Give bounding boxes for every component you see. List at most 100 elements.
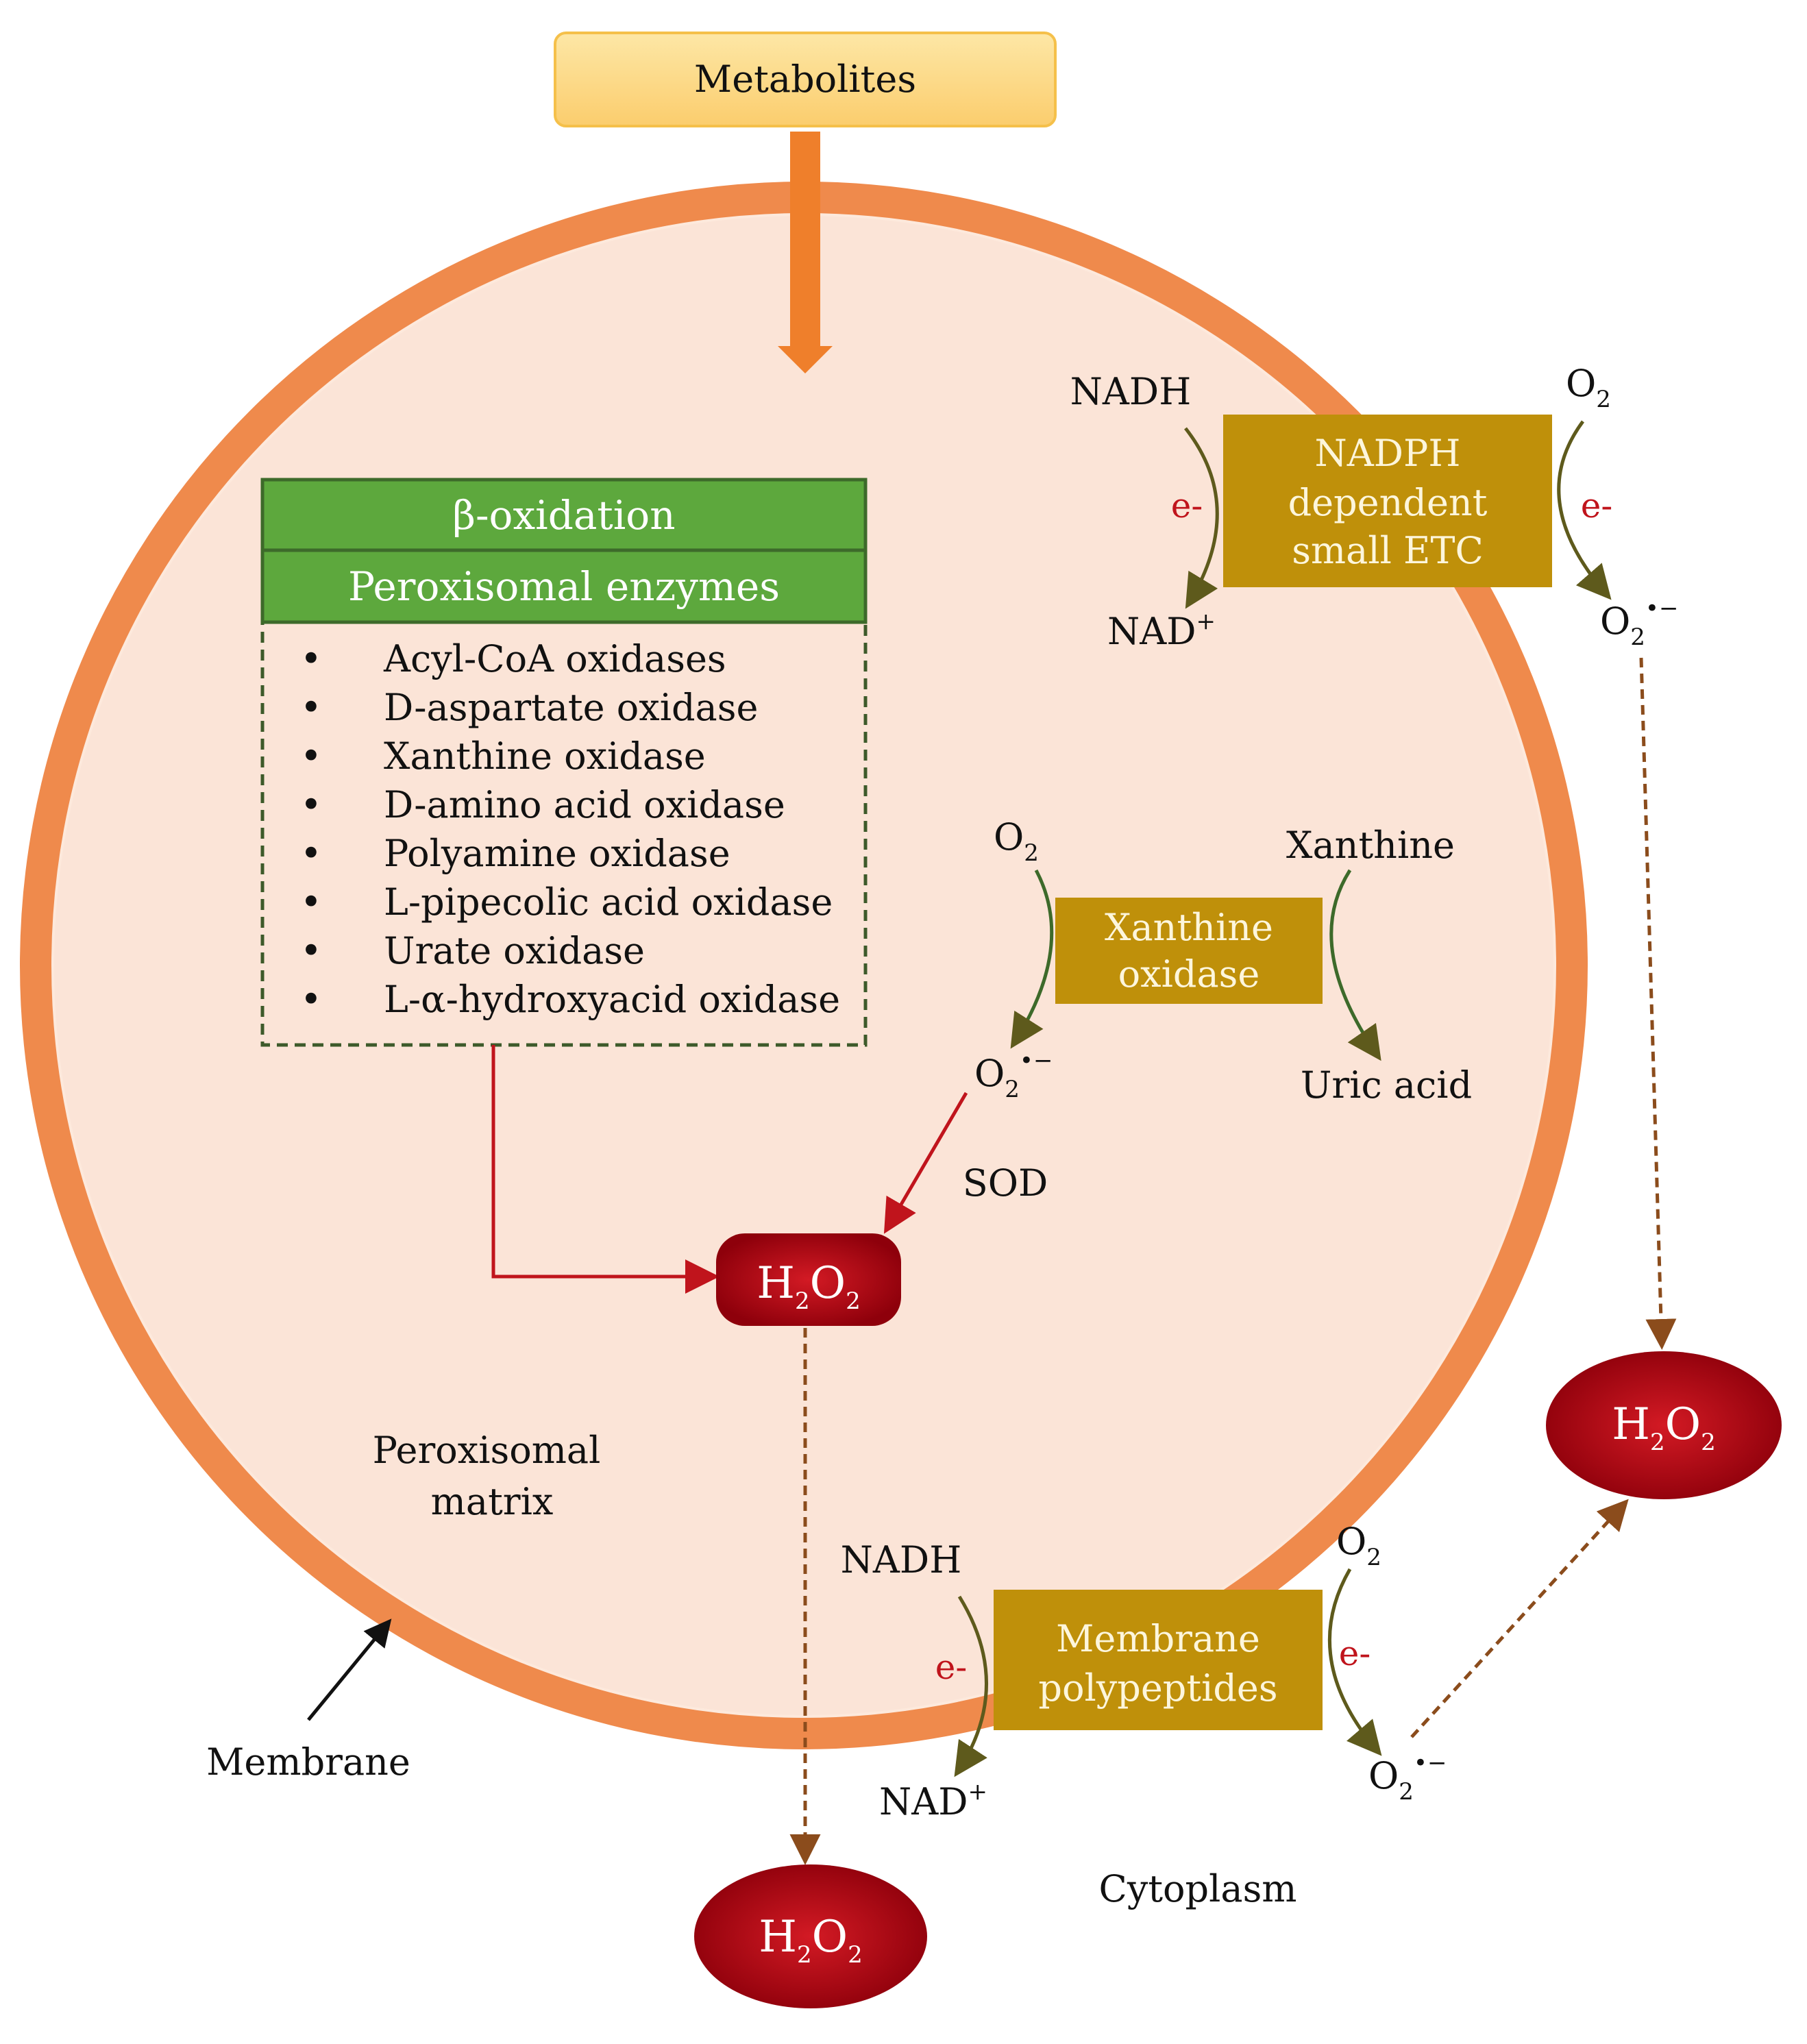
beta-oxidation-header xyxy=(260,478,868,552)
nadph-left-curve-arrow xyxy=(1184,427,1219,609)
membrane-superoxide-sub: 2 xyxy=(1399,1778,1414,1806)
h2o2-bottom-badge xyxy=(694,1864,927,2008)
metabolites-label: Metabolites xyxy=(694,58,916,101)
enzyme-item: D-aspartate oxidase xyxy=(384,686,758,729)
h2o2-right-label: H2O2 xyxy=(1612,1399,1716,1456)
nadph-etc-line-2: dependent xyxy=(1288,481,1488,524)
sod-red-arrow xyxy=(883,1092,968,1234)
h2o2-bottom-sub1: 2 xyxy=(797,1941,812,1969)
sod-label: SOD xyxy=(963,1161,1048,1205)
enzyme-list: • Acyl-CoA oxidases • D-aspartate oxidase • X… xyxy=(300,637,840,1021)
beta-oxidation-label: β-oxidation xyxy=(452,492,675,539)
xanthine-o2-text: O xyxy=(994,815,1024,859)
membrane-superoxide-dashed-arrow xyxy=(1410,1499,1629,1738)
enzyme-bullet: • xyxy=(300,929,322,972)
h2o2-right-h: H xyxy=(1612,1399,1650,1450)
h2o2-bottom-o: O xyxy=(812,1912,848,1962)
nadph-o2-sub: 2 xyxy=(1596,386,1611,413)
metabolites-arrow-head xyxy=(778,346,833,373)
h2o2-right-sub2: 2 xyxy=(1701,1429,1716,1456)
membrane-o2-sub: 2 xyxy=(1366,1544,1381,1571)
membrane-nad-text: NAD xyxy=(879,1780,968,1823)
xanthine-oxidase-line-2: oxidase xyxy=(1118,952,1260,996)
membrane-superoxide-text: O xyxy=(1368,1754,1399,1797)
nadph-e-left: e- xyxy=(1171,486,1203,526)
membrane-nad-label: NAD+ xyxy=(879,1778,987,1823)
xanthine-substrate-label: Xanthine xyxy=(1286,824,1455,867)
enzyme-item: L-α-hydroxyacid oxidase xyxy=(384,978,840,1021)
h2o2-central-label: H2O2 xyxy=(757,1258,861,1315)
peroxisomal-matrix-line-2: matrix xyxy=(431,1480,554,1523)
enzyme-bullet: • xyxy=(300,881,322,924)
enzyme-bullet: • xyxy=(300,832,322,875)
h2o2-central-sub2: 2 xyxy=(846,1288,861,1315)
h2o2-central-badge xyxy=(716,1233,901,1326)
xanthine-o2-sub: 2 xyxy=(1024,839,1039,867)
enzymes-list-box xyxy=(260,478,868,1047)
h2o2-bottom-label: H2O2 xyxy=(759,1912,863,1969)
metabolites-box xyxy=(554,32,1057,127)
xanthine-oxidase-line-1: Xanthine xyxy=(1105,906,1273,949)
nadph-nadh-label: NADH xyxy=(1070,370,1192,413)
nadph-superoxide-sup: •− xyxy=(1645,595,1679,622)
membrane-pointer-arrow xyxy=(307,1618,392,1721)
enzyme-bullet: • xyxy=(300,637,322,680)
peroxisomal-matrix-line-1: Peroxisomal xyxy=(373,1429,601,1472)
membrane-label: Membrane xyxy=(206,1740,410,1784)
membrane-polypeptides-line-1: Membrane xyxy=(1056,1617,1260,1660)
nadph-etc-line-3: small ETC xyxy=(1292,529,1484,572)
enzyme-bullet: • xyxy=(300,735,322,778)
nadph-superoxide-dashed-arrow xyxy=(1639,657,1677,1350)
xanthine-superoxide-sup: •− xyxy=(1020,1047,1053,1074)
h2o2-right-sub1: 2 xyxy=(1650,1429,1665,1456)
xanthine-left-curve-arrow xyxy=(1010,869,1054,1049)
nadph-o2-text: O xyxy=(1566,362,1596,405)
xanthine-superoxide-text: O xyxy=(974,1052,1005,1095)
beta-oxidation-red-arrow xyxy=(491,1045,720,1294)
enzyme-item: Urate oxidase xyxy=(384,929,645,972)
nadph-o2-label: O2 xyxy=(1566,362,1611,413)
enzyme-item: Polyamine oxidase xyxy=(384,832,730,875)
membrane-o2-label: O2 xyxy=(1336,1520,1381,1571)
xanthine-oxidase-box xyxy=(1055,898,1323,1004)
nadph-superoxide-text: O xyxy=(1600,600,1630,643)
membrane-e-right: e- xyxy=(1339,1634,1370,1673)
membrane-superoxide-label: O2•− xyxy=(1368,1749,1447,1806)
xanthine-right-curve-arrow xyxy=(1329,869,1381,1061)
peroxisomal-enzymes-header xyxy=(260,548,868,624)
membrane-right-curve-arrow xyxy=(1327,1568,1382,1756)
xanthine-superoxide-label: O2•− xyxy=(974,1047,1053,1103)
h2o2-bottom-sub2: 2 xyxy=(848,1941,863,1969)
nadph-right-curve-arrow xyxy=(1557,420,1612,600)
peroxisomal-enzymes-label: Peroxisomal enzymes xyxy=(348,563,780,610)
h2o2-right-badge xyxy=(1546,1351,1782,1499)
membrane-e-left: e- xyxy=(935,1647,967,1687)
nadph-superoxide-sub: 2 xyxy=(1630,624,1645,651)
enzyme-bullet: • xyxy=(300,686,322,729)
nadph-nad-text: NAD xyxy=(1107,610,1196,653)
membrane-o2-text: O xyxy=(1336,1520,1366,1563)
membrane-superoxide-sup: •− xyxy=(1414,1749,1447,1777)
enzyme-item: Acyl-CoA oxidases xyxy=(383,637,726,680)
h2o2-central-o: O xyxy=(810,1258,846,1309)
uric-acid-label: Uric acid xyxy=(1301,1063,1472,1107)
membrane-polypeptides-box xyxy=(994,1590,1323,1730)
enzyme-item: D-amino acid oxidase xyxy=(384,783,785,826)
membrane-left-curve-arrow xyxy=(954,1595,988,1777)
h2o2-bottom-h: H xyxy=(759,1912,797,1962)
h2o2-right-o: O xyxy=(1665,1399,1701,1450)
xanthine-o2-label: O2 xyxy=(994,815,1039,867)
enzyme-bullet: • xyxy=(300,783,322,826)
xanthine-superoxide-sub: 2 xyxy=(1005,1076,1020,1103)
nadph-e-right: e- xyxy=(1581,486,1612,526)
enzyme-item: L-pipecolic acid oxidase xyxy=(384,881,833,924)
enzyme-bullet: • xyxy=(300,978,322,1021)
h2o2-central-h: H xyxy=(757,1258,795,1309)
metabolites-arrow-shaft xyxy=(790,132,820,348)
membrane-polypeptides-line-2: polypeptides xyxy=(1038,1666,1277,1710)
nadph-superoxide-label: O2•− xyxy=(1600,595,1678,651)
enzyme-item: Xanthine oxidase xyxy=(384,735,706,778)
membrane-nadh-label: NADH xyxy=(841,1538,962,1581)
